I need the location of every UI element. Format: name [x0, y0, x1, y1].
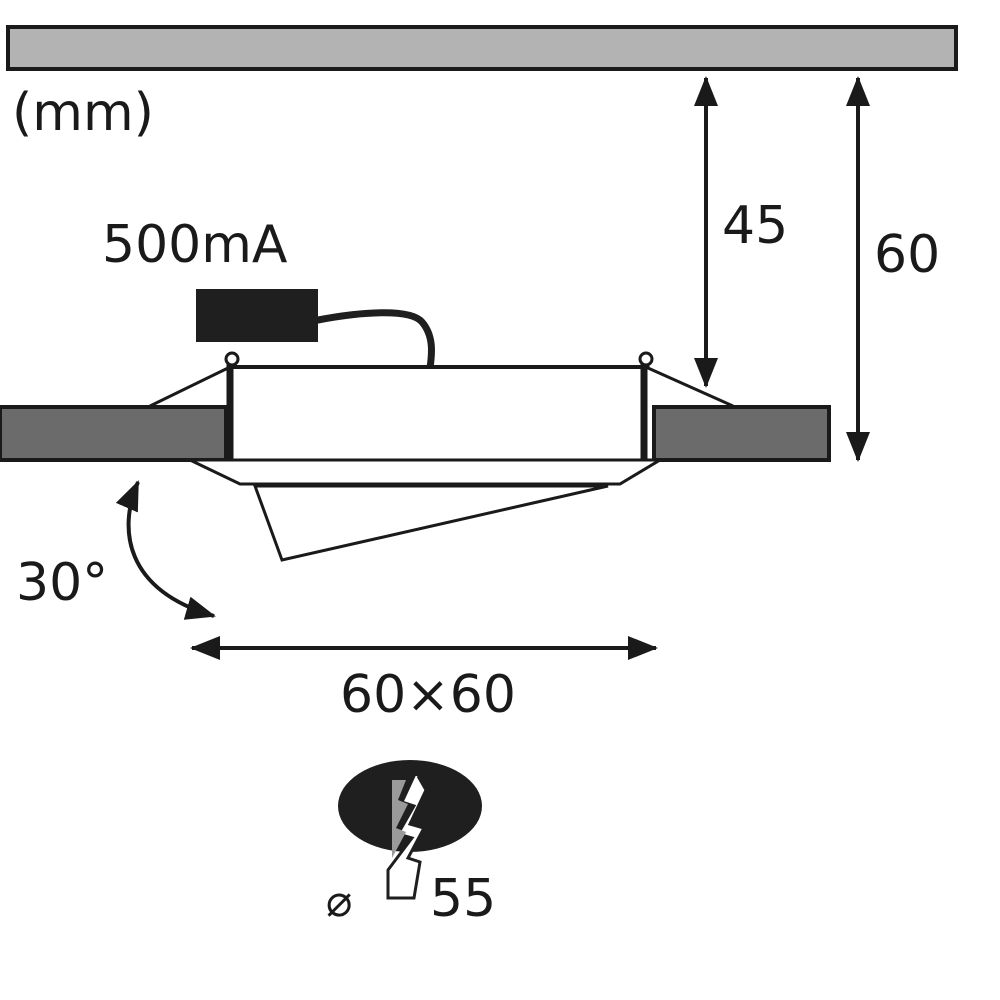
screw-left: [224, 351, 240, 367]
board-right: [652, 405, 831, 462]
driver-label: 500mA: [102, 215, 288, 275]
driver-cable: [314, 309, 436, 372]
tilt-angle-label: 30°: [16, 553, 108, 613]
trim-ring: [189, 458, 666, 486]
luminaire-housing: [228, 365, 646, 464]
spring-clip-right: [646, 364, 734, 408]
unit-label: (mm): [12, 83, 154, 143]
driver-box: [196, 289, 318, 342]
cutout-icon: [338, 760, 482, 900]
dim-45-label: 45: [722, 196, 788, 256]
cutout-diameter-label: 55: [430, 869, 496, 929]
board-left: [0, 405, 228, 462]
dim-width-label: 60×60: [340, 665, 516, 725]
tilted-lamp: [252, 484, 609, 562]
dim-60-label: 60: [874, 225, 940, 285]
screw-right: [638, 351, 654, 367]
tilt-angle-arc: [115, 480, 216, 620]
spring-clip-left: [149, 364, 230, 408]
cutout-symbol: ⌀: [326, 876, 353, 927]
ceiling-slab: [6, 25, 958, 71]
